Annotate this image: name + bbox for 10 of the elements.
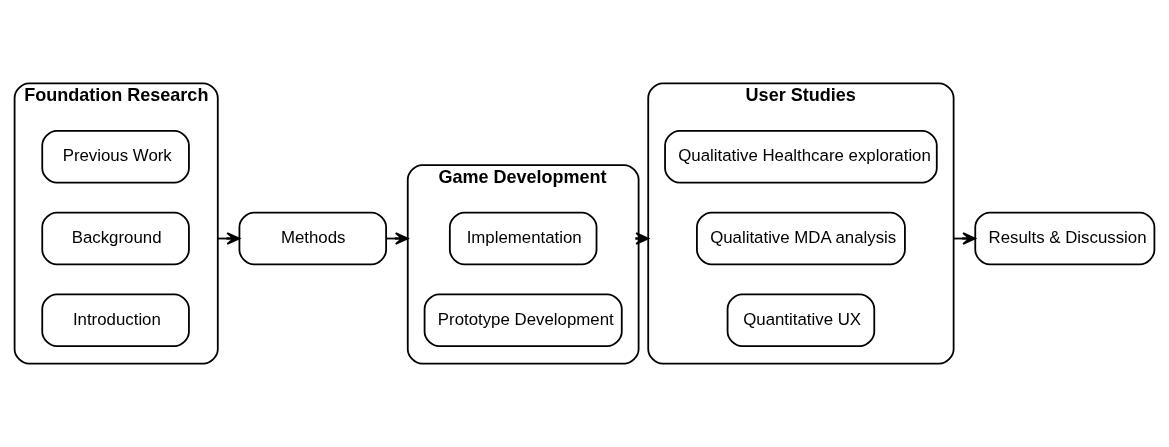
node-box: Background <box>41 211 190 266</box>
node-box: Results & Discussion <box>974 211 1156 266</box>
node-box: Previous Work <box>41 130 190 184</box>
node-box: Prototype Development <box>423 293 623 348</box>
node-box: Implementation <box>448 211 598 266</box>
node-box: Introduction <box>41 293 190 348</box>
node-box: Quantitative UX <box>726 293 876 348</box>
node-box: Methods <box>238 211 387 266</box>
node-box: Qualitative MDA analysis <box>696 211 906 266</box>
node-box: Qualitative Healthcare exploration <box>664 130 938 184</box>
